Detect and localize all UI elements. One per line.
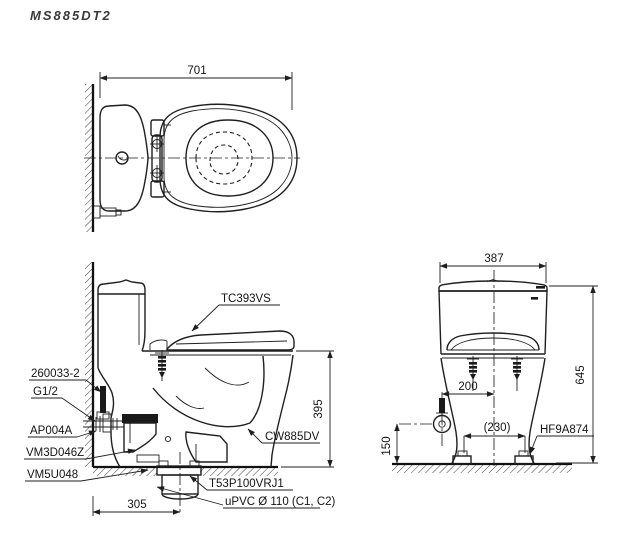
hinge-block-bottom: [150, 180, 165, 198]
seat-side-joint: [175, 340, 288, 345]
bowl-interior-arc: [204, 367, 250, 386]
dim-text-drain-setout: 305: [127, 499, 146, 511]
brand-logo-mark: [531, 297, 538, 300]
seat-bolt-right: [511, 356, 523, 391]
tank-plan-outline: [99, 104, 149, 212]
svg-text:VM5U048: VM5U048: [27, 469, 78, 481]
label-flush-valve: VM3D046Z: [24, 447, 136, 460]
dim-text-bolt-spacing: (230): [484, 422, 511, 434]
seat-bolt: [155, 350, 169, 381]
flush-valve: [122, 414, 172, 453]
svg-text:260033-2: 260033-2: [31, 368, 80, 380]
floor-hatch: [392, 465, 572, 473]
lid-lock-mark: [536, 286, 545, 289]
label-fill-valve: 260033-2: [29, 368, 102, 393]
dim-text-front-width: 387: [484, 253, 503, 265]
tank-lid-side: [97, 279, 146, 295]
flush-button-detail: [117, 155, 128, 161]
label-bolt-cap: HF9A874: [529, 424, 594, 455]
hinge-bar: [151, 134, 163, 183]
bowl-interior-arc-small: [175, 395, 205, 409]
label-pipe: uPVC Ø 110 (C1, C2): [156, 486, 336, 509]
outlet-elbow: [185, 431, 228, 463]
dim-text-supply-height: 150: [381, 436, 393, 455]
tank-left-side: [438, 290, 442, 355]
svg-text:CW885DV: CW885DV: [265, 431, 320, 443]
floor-hatch: [200, 468, 278, 476]
tank-lid-front: [438, 280, 548, 292]
floor-hatch: [93, 468, 157, 476]
label-seat: TC393VS: [191, 293, 280, 332]
hinge-cover-side: [149, 339, 168, 350]
label-gasket: VM5U048: [25, 468, 149, 482]
svg-text:AP004A: AP004A: [30, 425, 73, 437]
wall-hatch: [85, 262, 93, 467]
hinge-bolt-bottom: [150, 165, 164, 181]
body-right-side: [528, 357, 546, 464]
label-bowl: CW885DV: [247, 428, 320, 444]
label-thread: G1/2: [31, 386, 96, 422]
seat-lid-inner: [163, 108, 293, 208]
label-flange: T53P100VRJ1: [189, 475, 293, 491]
tank-lid-peak: [486, 279, 500, 283]
model-number-title: MS885DT2: [30, 8, 112, 23]
fill-valve-rod: [100, 386, 106, 413]
supply-valve: [432, 392, 452, 448]
body-left-side: [440, 357, 458, 464]
top-view: 701: [84, 65, 300, 232]
water-hidden-edge: [209, 144, 239, 175]
svg-text:VM3D046Z: VM3D046Z: [26, 447, 84, 459]
supply-fitting-plan: [92, 205, 122, 219]
svg-text:HF9A874: HF9A874: [540, 424, 589, 436]
bolt-cap-right: [514, 450, 534, 465]
seat-side: [166, 330, 295, 351]
svg-text:T53P100VRJ1: T53P100VRJ1: [209, 478, 284, 490]
front-view: 387: [381, 253, 598, 473]
svg-text:uPVC Ø 110 (C1, C2): uPVC Ø 110 (C1, C2): [225, 496, 336, 508]
hinge-block-top: [150, 119, 165, 137]
svg-text:TC393VS: TC393VS: [221, 293, 271, 305]
bolt-cap-left: [452, 450, 472, 465]
side-view: 395 305 TC393VS 260033-2 G1/2: [24, 262, 336, 516]
bowl-rear-profile: [97, 367, 121, 468]
seat-front-inner: [450, 337, 536, 351]
bowl-interior-curve: [152, 387, 251, 428]
bowl-interior-rear: [249, 355, 265, 424]
outlet-gasket: [136, 454, 160, 463]
label-angle-valve: AP004A: [28, 425, 97, 438]
dim-text-top-width: 701: [187, 65, 206, 77]
seat-front-outer: [446, 332, 540, 351]
angle-valve-assembly: [83, 413, 124, 433]
hinge-bolt-top: [150, 136, 164, 152]
svg-text:G1/2: G1/2: [33, 386, 58, 398]
dim-text-rim-height: 395: [313, 399, 325, 418]
tank-right-side: [544, 290, 548, 355]
dim-text-total-height: 645: [575, 365, 587, 384]
bowl-front-profile: [270, 354, 294, 468]
tank-front: [141, 294, 146, 352]
seat-bolt-left: [467, 356, 479, 391]
dim-text-supply-offset: 200: [458, 381, 477, 393]
